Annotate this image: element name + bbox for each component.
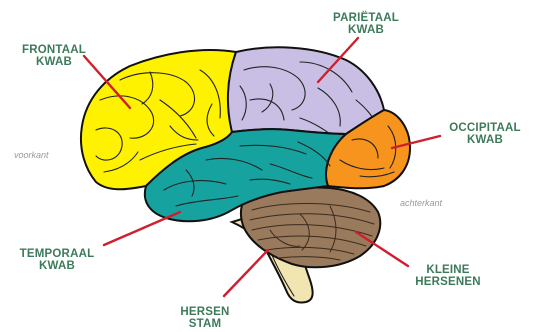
occipital-lobe-label: OCCIPITAAL KWAB: [432, 122, 538, 146]
parietal-label-line2: KWAB: [318, 24, 414, 36]
brainstem-label-line1: HERSEN: [170, 306, 240, 318]
brainstem-leader-line: [224, 250, 268, 296]
temporal-lobe-label: TEMPORAAL KWAB: [8, 248, 106, 272]
cerebellum-label-line2: HERSENEN: [400, 276, 496, 288]
temporal-leader-line: [104, 212, 180, 245]
parietal-lobe-region: [228, 47, 384, 134]
cerebellum-label: KLEINE HERSENEN: [400, 264, 496, 288]
frontal-label-line2: KWAB: [6, 56, 102, 68]
cerebellum-label-line1: KLEINE: [400, 264, 496, 276]
back-orientation-label: achterkant: [400, 198, 442, 208]
frontal-label-line1: FRONTAAL: [6, 44, 102, 56]
occipital-label-line2: KWAB: [432, 134, 538, 146]
brainstem-label-line2: STAM: [170, 318, 240, 330]
front-orientation-label: voorkant: [14, 150, 49, 160]
brainstem-label: HERSEN STAM: [170, 306, 240, 330]
frontal-lobe-label: FRONTAAL KWAB: [6, 44, 102, 68]
parietal-lobe-label: PARIËTAAL KWAB: [318, 12, 414, 36]
temporal-label-line2: KWAB: [8, 260, 106, 272]
temporal-label-line1: TEMPORAAL: [8, 248, 106, 260]
parietal-label-line1: PARIËTAAL: [318, 12, 414, 24]
occipital-label-line1: OCCIPITAAL: [432, 122, 538, 134]
